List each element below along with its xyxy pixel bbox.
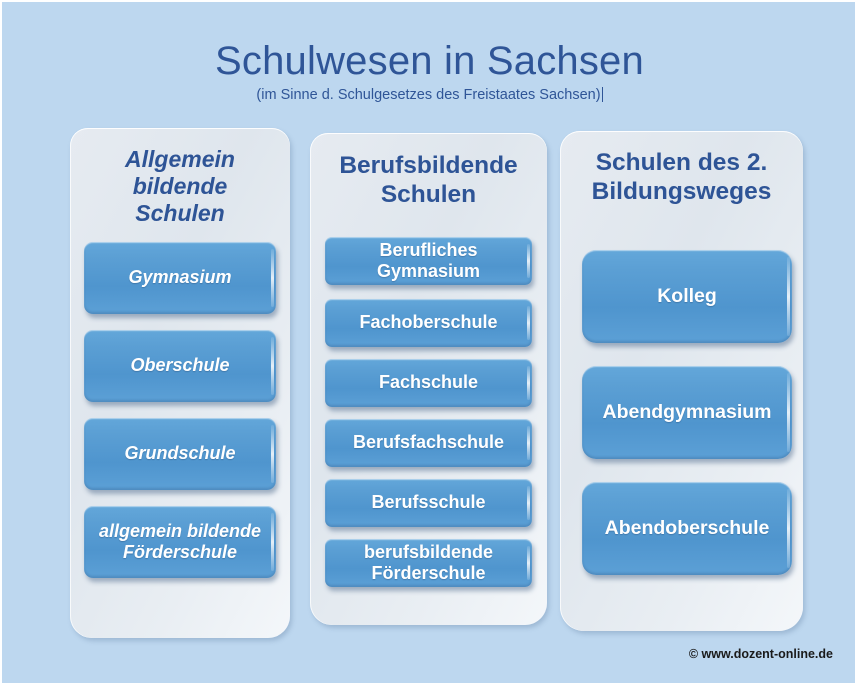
panel-3-header: Schulen des 2. Bildungsweges [560,149,803,206]
node-fachoberschule-line1: Fachoberschule [359,312,498,333]
node-allgemein-bildende-foerderschule-label: allgemein bildende Förderschule [99,521,261,563]
panel-2-header-line1: Berufsbildende [339,152,518,179]
node-berufsbildende-foerderschule-line2: Förderschule [371,563,486,583]
page-subtitle: (im Sinne d. Schulgesetzes des Freistaat… [2,87,855,103]
node-grundschule-line1: Grundschule [124,443,236,464]
panel-1-header-line1: Allgemein [125,146,235,172]
node-berufsbildende-foerderschule-line1: berufsbildende [363,541,493,562]
node-oberschule[interactable]: Oberschule [84,330,276,402]
node-grundschule[interactable]: Grundschule [84,418,276,490]
node-abendgymnasium-line1: Abendgymnasium [602,401,772,424]
node-kolleg[interactable]: Kolleg [582,250,792,343]
panel-2-header-line2: Schulen [380,180,477,208]
node-abendoberschule-label: Abendoberschule [605,517,770,540]
node-fachoberschule[interactable]: Fachoberschule [325,299,532,347]
node-berufsbildende-foerderschule-label: berufsbildende Förderschule [364,542,493,584]
node-berufsschule-label: Berufsschule [371,492,485,513]
node-abendoberschule[interactable]: Abendoberschule [582,482,792,575]
node-berufsschule[interactable]: Berufsschule [325,479,532,527]
title-block: Schulwesen in Sachsen (im Sinne d. Schul… [2,40,855,103]
node-allgemein-bildende-foerderschule-line1: allgemein bildende [98,520,262,541]
node-oberschule-line1: Oberschule [130,355,230,376]
node-berufsfachschule-line1: Berufsfachschule [352,432,505,453]
panel-berufsbildende-schulen[interactable]: Berufsbildende Schulen Berufliches Gymna… [310,133,547,625]
panel-1-header-line2: bildende [132,172,228,199]
node-abendgymnasium-label: Abendgymnasium [602,401,771,424]
node-fachschule[interactable]: Fachschule [325,359,532,407]
node-fachschule-line1: Fachschule [378,372,479,393]
node-abendoberschule-line1: Abendoberschule [604,517,770,540]
node-gymnasium[interactable]: Gymnasium [84,242,276,314]
node-fachoberschule-label: Fachoberschule [359,312,497,333]
panel-1-header-line3: Schulen [135,199,225,226]
node-kolleg-label: Kolleg [657,285,717,308]
node-gymnasium-label: Gymnasium [128,267,231,288]
node-berufsfachschule[interactable]: Berufsfachschule [325,419,532,467]
node-fachschule-label: Fachschule [379,372,478,393]
panel-schulen-des-2-bildungsweges[interactable]: Schulen des 2. Bildungsweges Kolleg Aben… [560,131,803,631]
node-gymnasium-line1: Gymnasium [128,267,232,288]
node-berufliches-gymnasium-label: Berufliches Gymnasium [377,240,480,282]
panel-3-header-line1: Schulen des 2. [595,149,768,176]
node-berufsfachschule-label: Berufsfachschule [353,432,504,453]
panel-2-header: Berufsbildende Schulen [310,152,547,209]
node-oberschule-label: Oberschule [130,355,229,376]
node-berufliches-gymnasium[interactable]: Berufliches Gymnasium [325,237,532,285]
node-kolleg-line1: Kolleg [657,285,717,308]
footer-copyright: © www.dozent-online.de [688,647,833,661]
node-grundschule-label: Grundschule [124,443,235,464]
node-abendgymnasium[interactable]: Abendgymnasium [582,366,792,459]
node-berufsschule-line1: Berufsschule [371,492,486,513]
node-berufliches-gymnasium-line2: Gymnasium [376,261,481,281]
panel-allgemein-bildende-schulen[interactable]: Allgemein bildende Schulen Gymnasium Obe… [70,128,290,638]
page-title: Schulwesen in Sachsen [215,39,644,83]
node-berufliches-gymnasium-line1: Berufliches [379,239,478,260]
panel-3-header-line2: Bildungsweges [591,177,772,205]
panel-1-header: Allgemein bildende Schulen [70,146,290,227]
page-subtitle-text: (im Sinne d. Schulgesetzes des Freistaat… [256,87,601,103]
node-allgemein-bildende-foerderschule-line2: Förderschule [122,542,237,562]
text-cursor-caret [601,87,603,102]
node-berufsbildende-foerderschule[interactable]: berufsbildende Förderschule [325,539,532,587]
node-allgemein-bildende-foerderschule[interactable]: allgemein bildende Förderschule [84,506,276,578]
